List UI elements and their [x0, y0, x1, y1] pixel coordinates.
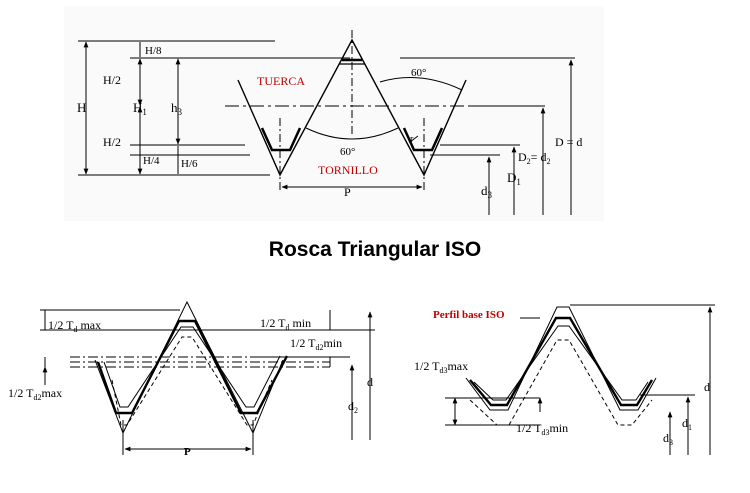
- label-screw: TORNILLO: [318, 163, 378, 177]
- label-r: r: [410, 134, 414, 145]
- label-h6: H/6: [181, 158, 198, 170]
- label-br-d1: d1: [682, 416, 692, 432]
- label-td3-max: 1/2 Td3max: [414, 359, 468, 375]
- label-bl-pitch: P: [184, 446, 191, 458]
- label-D1: D1: [507, 170, 521, 187]
- top-thread-profile: [237, 30, 467, 190]
- label-h1: H1: [133, 100, 147, 117]
- label-D-eq-d: D = d: [555, 135, 582, 149]
- label-top-pitch: P: [344, 185, 351, 199]
- label-td-min: 1/2 Td min: [260, 316, 311, 332]
- bottom-left-thread: [40, 300, 375, 455]
- label-d3-top: d3: [481, 183, 493, 200]
- page-title: Rosca Triangular ISO: [268, 238, 482, 261]
- label-angle-mid: 60°: [340, 146, 355, 158]
- label-h3: h3: [171, 100, 183, 117]
- label-td2-max: 1/2 Td2max: [8, 386, 62, 402]
- label-h2-upper: H/2: [103, 73, 121, 87]
- label-angle-top: 60°: [411, 67, 426, 79]
- label-bl-d: d: [367, 375, 373, 389]
- label-nut: TUERCA: [257, 74, 305, 88]
- label-td3-min: 1/2 Td3min: [516, 421, 568, 437]
- label-bl-d2: d2: [348, 399, 358, 415]
- label-br-d3: d3: [663, 431, 673, 447]
- top-reference-lines: [78, 40, 350, 176]
- label-profile-base: Perfil base ISO: [433, 309, 505, 321]
- label-h-total: H: [77, 100, 86, 115]
- label-td2-min: 1/2 Td2min: [290, 336, 342, 352]
- label-h2-lower: H/2: [103, 135, 121, 149]
- bottom-right-thread: [445, 304, 715, 455]
- label-br-d: d: [704, 380, 710, 394]
- top-right-dimensions: [400, 57, 575, 215]
- label-D2-eq-d2: D2= d2: [518, 150, 550, 166]
- top-left-dimensions: [83, 41, 181, 175]
- label-td-max: 1/2 Td max: [48, 318, 101, 334]
- label-h8: H/8: [145, 45, 162, 57]
- label-h4: H/4: [143, 155, 160, 167]
